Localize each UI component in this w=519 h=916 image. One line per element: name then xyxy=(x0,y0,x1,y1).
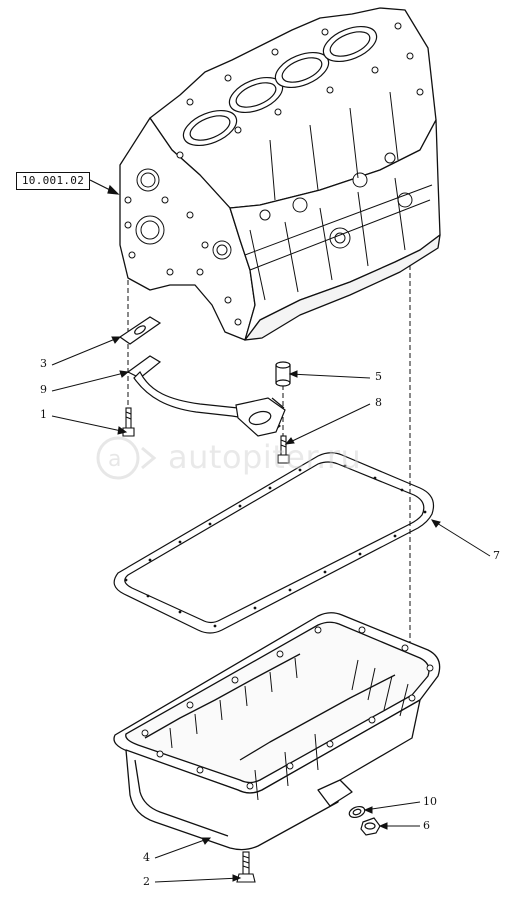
block-ribs xyxy=(244,91,433,301)
ref-leader xyxy=(89,179,120,195)
reference-box: 10.001.02 xyxy=(16,172,90,190)
cylinder-bores xyxy=(182,25,378,147)
sleeve-part-5 xyxy=(275,361,291,387)
callout-3: 3 xyxy=(40,357,47,370)
oil-pan-bolt-holes xyxy=(141,626,434,790)
pipe-bolt-part-1 xyxy=(122,407,135,437)
drain-washer-part-10 xyxy=(348,805,366,819)
callout-leaders xyxy=(51,336,491,883)
callout-10: 10 xyxy=(423,795,437,808)
screw-part-8 xyxy=(277,435,290,464)
flange-gasket-part-3 xyxy=(118,316,162,345)
block-details xyxy=(124,22,424,326)
oil-pan-ribs xyxy=(169,657,409,801)
watermark-text: autopiter.ru xyxy=(168,438,362,476)
callout-6: 6 xyxy=(423,819,430,832)
pan-bolt-part-2 xyxy=(236,851,256,883)
oil-pan-gasket-part-7 xyxy=(113,452,435,634)
oil-pan-part-4 xyxy=(113,612,441,851)
drain-plug-part-6 xyxy=(360,817,381,836)
watermark: autopiter.ru xyxy=(88,436,448,480)
callout-4: 4 xyxy=(143,851,150,864)
callout-5: 5 xyxy=(375,370,382,383)
engine-block xyxy=(119,7,441,341)
callout-7: 7 xyxy=(493,549,500,562)
callout-8: 8 xyxy=(375,396,382,409)
watermark-logo: a xyxy=(96,436,157,480)
callout-1: 1 xyxy=(40,408,47,421)
oil-suction-pipe-part-9 xyxy=(126,355,286,437)
callout-2: 2 xyxy=(143,875,150,888)
svg-text:a: a xyxy=(108,447,121,472)
alignment-dashes xyxy=(127,265,411,650)
callout-9: 9 xyxy=(40,383,47,396)
